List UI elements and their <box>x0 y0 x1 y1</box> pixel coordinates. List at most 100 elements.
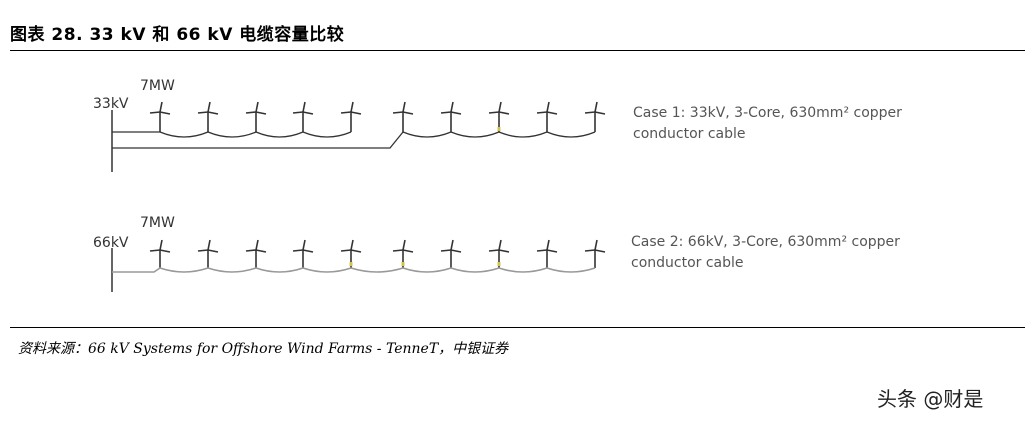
turbine-blade <box>340 111 352 114</box>
turbine-blade <box>546 111 558 115</box>
turbine-blade <box>292 111 304 114</box>
turbine-blade <box>255 249 267 253</box>
case2-marker <box>401 262 405 266</box>
wind-turbine-icon <box>245 101 267 132</box>
turbine-blade <box>450 101 454 113</box>
turbine-blade <box>207 239 211 251</box>
wind-turbine-icon <box>340 101 362 132</box>
turbine-blade <box>498 239 502 251</box>
turbine-blade <box>402 239 406 251</box>
cable-comparison-diagram: 33kV 7MW Case 1: 33kV, 3-Core, 630mm² co… <box>93 78 902 292</box>
turbine-blade <box>440 249 452 252</box>
turbine-blade <box>197 111 209 114</box>
turbine-blade <box>536 111 548 114</box>
turbine-blade <box>392 111 404 114</box>
wind-turbine-icon <box>149 239 171 268</box>
turbine-blade <box>402 111 414 115</box>
turbine-blade <box>450 249 462 253</box>
turbine-blade <box>498 111 510 115</box>
turbine-blade <box>245 111 257 114</box>
turbine-blade <box>440 111 452 114</box>
case1-string-1 <box>112 101 362 138</box>
turbine-blade <box>340 249 352 252</box>
wind-turbine-icon <box>292 239 314 268</box>
case2-power-label: 7MW <box>140 215 175 231</box>
turbine-blade <box>536 249 548 252</box>
source-note: 资料来源：66 kV Systems for Offshore Wind Far… <box>18 341 509 357</box>
turbine-blade <box>546 239 550 251</box>
case2-voltage-label: 66kV <box>93 235 129 251</box>
wind-turbine-icon <box>440 239 462 268</box>
turbine-blade <box>584 249 596 252</box>
top-rule <box>10 50 1025 51</box>
turbine-blade <box>488 249 500 252</box>
turbine-blade <box>350 101 354 113</box>
turbine-blade <box>197 249 209 252</box>
turbine-blade <box>159 249 171 253</box>
wind-turbine-icon <box>245 239 267 268</box>
turbine-blade <box>546 101 550 113</box>
turbine-blade <box>255 101 259 113</box>
wind-turbine-icon <box>292 101 314 132</box>
turbine-blade <box>207 101 211 113</box>
turbine-blade <box>488 111 500 114</box>
turbine-blade <box>594 101 598 113</box>
case1-cable-string-1 <box>112 131 352 138</box>
wind-turbine-icon <box>584 101 606 132</box>
case2-marker <box>497 262 501 266</box>
case2-label-line2: conductor cable <box>631 255 744 271</box>
case1-cable-string-2 <box>112 131 596 149</box>
turbine-blade <box>392 249 404 252</box>
turbine-blade <box>292 249 304 252</box>
wind-turbine-icon <box>536 101 558 132</box>
turbine-blade <box>207 249 219 253</box>
turbine-blade <box>594 249 606 253</box>
case2-marker <box>349 262 353 266</box>
turbine-blade <box>255 239 259 251</box>
turbine-blade <box>450 111 462 115</box>
turbine-blade <box>245 249 257 252</box>
turbine-blade <box>450 239 454 251</box>
watermark: 头条 @财是 <box>877 387 984 411</box>
case1-string-2 <box>112 101 606 149</box>
case2-label-line1: Case 2: 66kV, 3-Core, 630mm² copper <box>631 234 900 250</box>
wind-turbine-icon <box>197 101 219 132</box>
case2-cable-string <box>112 267 596 273</box>
turbine-blade <box>302 239 306 251</box>
case2-string <box>112 239 606 273</box>
turbine-blade <box>207 111 219 115</box>
turbine-blade <box>594 239 598 251</box>
turbine-blade <box>584 111 596 114</box>
wind-turbine-icon <box>440 101 462 132</box>
turbine-blade <box>159 111 171 115</box>
wind-turbine-icon <box>536 239 558 268</box>
turbine-blade <box>594 111 606 115</box>
case1-label-line1: Case 1: 33kV, 3-Core, 630mm² copper <box>633 105 902 121</box>
figure-title: 图表 28. 33 kV 和 66 kV 电缆容量比较 <box>10 25 345 45</box>
turbine-blade <box>149 249 161 252</box>
turbine-blade <box>350 239 354 251</box>
case1-marker <box>497 127 501 131</box>
turbine-blade <box>350 249 362 253</box>
turbine-blade <box>159 101 163 113</box>
wind-turbine-icon <box>392 101 414 132</box>
turbine-blade <box>159 239 163 251</box>
wind-turbine-icon <box>149 101 171 132</box>
turbine-blade <box>498 249 510 253</box>
bottom-rule <box>10 327 1025 328</box>
case1-label-line2: conductor cable <box>633 126 746 142</box>
turbine-blade <box>302 101 306 113</box>
case1-power-label: 7MW <box>140 78 175 94</box>
turbine-blade <box>546 249 558 253</box>
turbine-blade <box>498 101 502 113</box>
turbine-blade <box>350 111 362 115</box>
turbine-blade <box>149 111 161 114</box>
case1-voltage-label: 33kV <box>93 96 129 112</box>
turbine-blade <box>255 111 267 115</box>
turbine-blade <box>402 249 414 253</box>
turbine-blade <box>402 101 406 113</box>
turbine-blade <box>302 111 314 115</box>
turbine-blade <box>302 249 314 253</box>
wind-turbine-icon <box>584 239 606 268</box>
wind-turbine-icon <box>197 239 219 268</box>
